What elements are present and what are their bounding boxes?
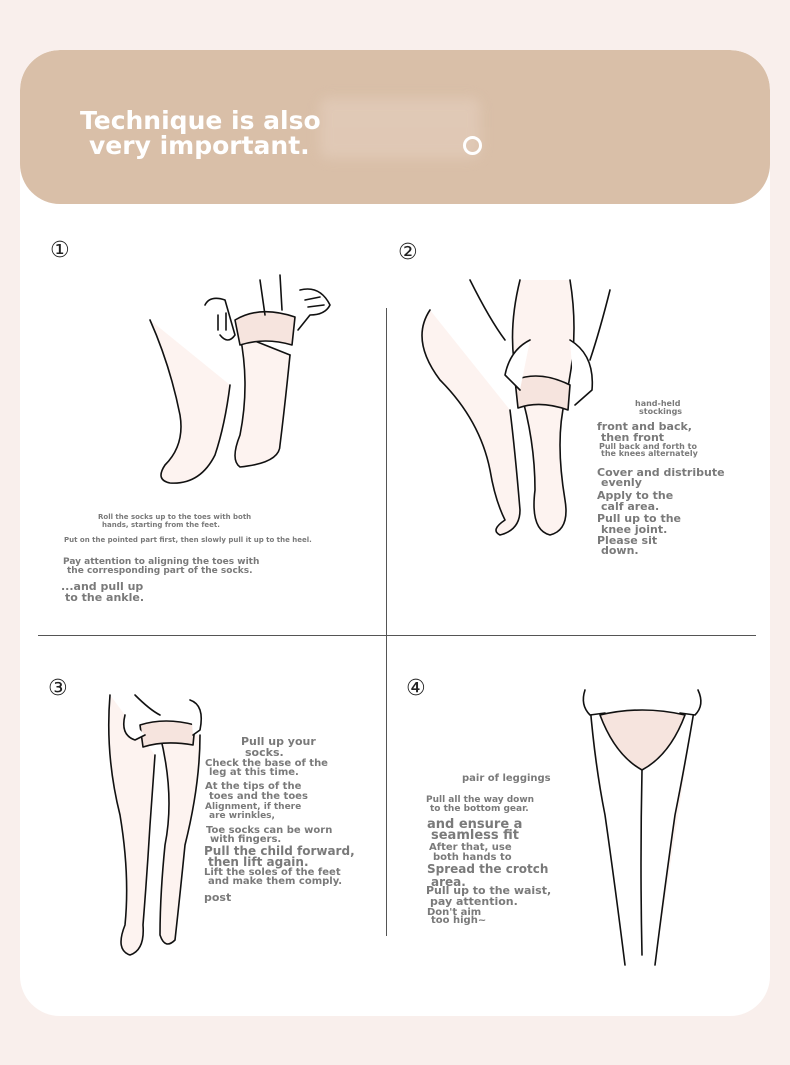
step-3-text-11: Pull the child forward,: [204, 844, 355, 858]
step-3-text-4: leg at this time.: [209, 767, 299, 778]
step-2-number: ②: [398, 240, 418, 265]
step-3-text-6: toes and the toes: [209, 791, 308, 802]
step-2-text-13: Please sit: [597, 534, 658, 547]
step-4-text-4: and ensure a: [427, 817, 523, 832]
title-line-1: Technique is also: [80, 106, 321, 135]
step-4-text-6: After that, use: [429, 842, 512, 853]
step-2-text-10: calf area.: [601, 500, 660, 513]
step-1-text-5: the corresponding part of the socks.: [67, 566, 253, 576]
horizontal-divider: [38, 635, 756, 636]
step-4-text-3: to the bottom gear.: [430, 804, 529, 814]
step-1-text-2: hands, starting from the feet.: [102, 521, 220, 529]
title-banner: Technique is also very important.: [20, 50, 770, 204]
instruction-card: Technique is also very important. ① Roll…: [20, 50, 770, 1016]
step-2-text-8: evenly: [601, 476, 642, 489]
step-4-text-8: Spread the crotch: [427, 862, 549, 876]
step-2-text-6: the knees alternately: [601, 449, 698, 458]
step-4-text-9: area.: [431, 875, 466, 889]
step-3-illustration: [107, 694, 203, 956]
step-4-text-11: pay attention.: [430, 895, 518, 908]
step-2-text-2: stockings: [639, 407, 683, 416]
step-2-illustration: [421, 279, 611, 536]
page-title: Technique is also very important.: [80, 108, 321, 158]
step-3-text-7: Alignment, if there: [205, 802, 302, 812]
step-3-text-14: and make them comply.: [208, 876, 343, 887]
step-2-text-12: knee joint.: [601, 523, 668, 536]
step-2-text-9: Apply to the: [597, 489, 674, 502]
step-4-text-12: Don't aim: [427, 907, 482, 918]
step-2-text-5: Pull back and forth to: [599, 442, 697, 451]
step-3-text-12: then lift again.: [208, 855, 309, 869]
step-4-illustration: [582, 689, 702, 966]
step-2-text-11: Pull up to the: [597, 512, 681, 525]
step-2-text-1: hand-held: [635, 399, 681, 408]
vertical-divider: [386, 308, 387, 936]
step-2-text-3: front and back,: [597, 420, 692, 433]
step-2-text-4: then front: [601, 431, 665, 444]
step-4-text-1: pair of leggings: [462, 773, 551, 784]
step-3-text-1: Pull up your: [241, 735, 316, 748]
step-4-text-7: both hands to: [433, 852, 512, 863]
step-3-text-9: Toe socks can be worn: [206, 825, 333, 836]
step-3-text-2: socks.: [245, 746, 284, 759]
step-4-text-5: seamless fit: [431, 828, 519, 843]
step-1-illustration: [149, 274, 331, 484]
step-3-text-10: with fingers.: [210, 834, 282, 845]
step-1-text-3: Put on the pointed part first, then slow…: [64, 536, 312, 544]
step-3-text-13: Lift the soles of the feet: [204, 867, 341, 878]
step-4-text-2: Pull all the way down: [426, 795, 535, 805]
step-3-text-3: Check the base of the: [205, 758, 328, 769]
step-4-text-13: too high~: [431, 915, 487, 926]
step-1-number: ①: [50, 238, 70, 263]
step-1-text-1: Roll the socks up to the toes with both: [98, 513, 252, 521]
blurred-image: [320, 98, 480, 158]
step-3-text-15: post: [204, 891, 232, 904]
step-4-text-10: Pull up to the waist,: [426, 884, 552, 897]
step-1-text-7: to the ankle.: [65, 591, 145, 604]
title-line-2: very important.: [89, 131, 310, 160]
step-1-text-6: ...and pull up: [61, 580, 144, 593]
step-2-text-14: down.: [601, 544, 639, 557]
step-2-text-7: Cover and distribute: [597, 466, 725, 479]
ring-icon: [463, 136, 482, 155]
step-4-number: ④: [406, 676, 426, 701]
step-1-text-4: Pay attention to aligning the toes with: [63, 557, 260, 567]
step-3-text-8: are wrinkles,: [209, 811, 275, 821]
step-3-number: ③: [48, 676, 68, 701]
step-3-text-5: At the tips of the: [205, 781, 302, 792]
